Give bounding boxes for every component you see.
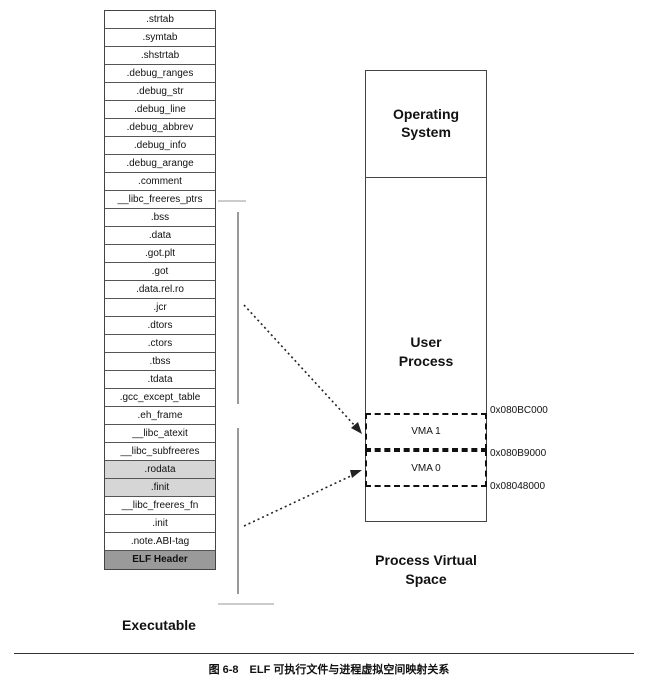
elf-section: .tbss: [105, 353, 215, 371]
elf-section: .rodata: [105, 461, 215, 479]
elf-section: .bss: [105, 209, 215, 227]
elf-section: .eh_frame: [105, 407, 215, 425]
figure-caption: 图 6-8 ELF 可执行文件与进程虚拟空间映射关系: [208, 664, 450, 676]
elf-section: .symtab: [105, 29, 215, 47]
elf-section: .data: [105, 227, 215, 245]
vma-1-region: VMA 1: [365, 413, 487, 450]
elf-section: .dtors: [105, 317, 215, 335]
arrow-to-vma0: [243, 473, 356, 527]
elf-section: .ctors: [105, 335, 215, 353]
address-mid-label: 0x080B9000: [490, 448, 547, 459]
caption-divider: [14, 653, 634, 654]
elf-section: .init: [105, 515, 215, 533]
arrow-head-vma0: [350, 470, 362, 478]
elf-section: ELF Header: [105, 551, 215, 569]
elf-section: .debug_line: [105, 101, 215, 119]
vma-0-region: VMA 0: [365, 450, 487, 487]
elf-section: .comment: [105, 173, 215, 191]
elf-section: .strtab: [105, 11, 215, 29]
elf-section: __libc_subfreeres: [105, 443, 215, 461]
elf-section: .data.rel.ro: [105, 281, 215, 299]
user-process-label: User Process: [398, 334, 454, 369]
executable-label: Executable: [122, 617, 196, 633]
elf-section: .debug_info: [105, 137, 215, 155]
elf-section: __libc_freeres_fn: [105, 497, 215, 515]
elf-section: .got: [105, 263, 215, 281]
arrow-to-vma1: [243, 304, 357, 428]
vma-0-label: VMA 0: [411, 463, 441, 474]
address-bottom-label: 0x08048000: [490, 481, 546, 492]
elf-section: .tdata: [105, 371, 215, 389]
operating-system-label: Operating System: [392, 106, 460, 140]
elf-section: .finit: [105, 479, 215, 497]
arrow-head-vma1: [351, 422, 362, 434]
elf-section: __libc_freeres_ptrs: [105, 191, 215, 209]
elf-section: .debug_str: [105, 83, 215, 101]
process-virtual-space-title: Process Virtual Space: [375, 552, 477, 587]
elf-section: .debug_arange: [105, 155, 215, 173]
elf-section: .gcc_except_table: [105, 389, 215, 407]
elf-section: .shstrtab: [105, 47, 215, 65]
vma-1-label: VMA 1: [411, 426, 441, 437]
elf-section: .debug_abbrev: [105, 119, 215, 137]
elf-section: .jcr: [105, 299, 215, 317]
address-top-label: 0x080BC000: [490, 405, 548, 416]
elf-section: __libc_atexit: [105, 425, 215, 443]
process-virtual-space-box: Operating System User Process: [365, 70, 487, 522]
elf-section: .debug_ranges: [105, 65, 215, 83]
operating-system-region: Operating System: [366, 71, 486, 178]
elf-section: .got.plt: [105, 245, 215, 263]
elf-section: .note.ABI-tag: [105, 533, 215, 551]
elf-section-stack: .strtab.symtab.shstrtab.debug_ranges.deb…: [104, 10, 216, 570]
